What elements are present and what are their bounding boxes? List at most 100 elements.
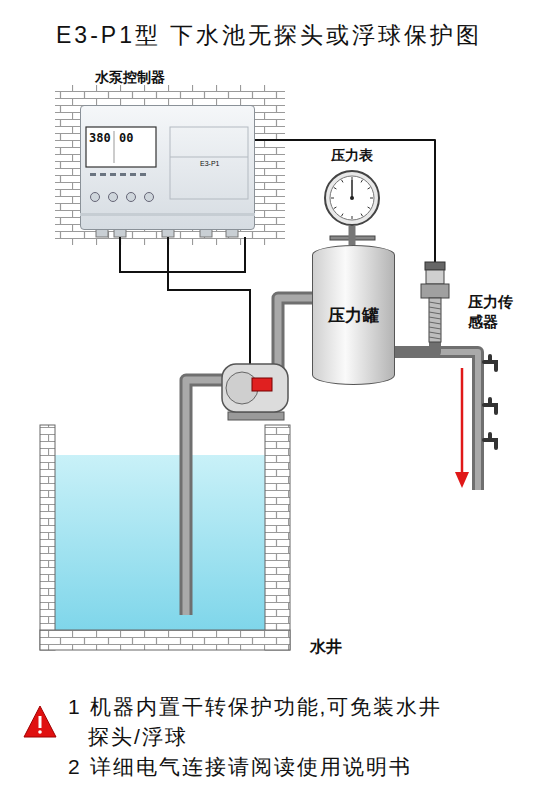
sensor-nut <box>421 284 449 298</box>
pressure-gauge: 压力表 <box>324 170 380 226</box>
gauge-stem <box>349 226 356 245</box>
wires <box>120 237 245 272</box>
faucets <box>484 356 496 448</box>
control-button <box>91 193 100 202</box>
water-well-walls <box>40 630 290 650</box>
controller-box: 水泵控制器 <box>80 105 255 230</box>
display-digits: 380 <box>89 131 111 145</box>
cable-glands <box>226 229 238 237</box>
water-well-walls <box>265 425 290 650</box>
signal-wire <box>255 140 435 262</box>
note-text: 1 机器内置干转保护功能,可免装水井探头/浮球 <box>68 692 450 752</box>
pipes <box>430 352 478 490</box>
gauge-tick <box>368 188 371 190</box>
gauge-tick <box>368 207 371 209</box>
cable-glands <box>114 229 126 237</box>
sensor-body <box>424 262 446 342</box>
control-button <box>145 193 154 202</box>
pipes <box>430 352 478 490</box>
water-pipe <box>395 342 435 352</box>
gauge-needle <box>351 180 353 198</box>
control-button <box>127 193 136 202</box>
node-label: 水泵控制器 <box>95 69 165 87</box>
control-button <box>109 193 118 202</box>
faucets <box>484 362 496 370</box>
cable-glands <box>200 229 212 237</box>
thread-line <box>429 322 441 324</box>
indicator-light <box>90 173 96 176</box>
thread-line <box>429 307 441 309</box>
water-pump <box>222 364 288 420</box>
node-label: 水井 <box>310 637 342 658</box>
gauge-tick <box>342 214 344 217</box>
gauge-tick <box>361 214 363 217</box>
panel-line <box>170 157 248 158</box>
gauge-hub <box>350 196 354 200</box>
gauge-tick <box>334 207 337 209</box>
faucets <box>488 434 492 439</box>
indicator-light <box>120 173 126 176</box>
warning-icon <box>38 730 42 734</box>
display-divider <box>114 131 115 163</box>
node-label: 压力罐 <box>328 304 379 327</box>
water-well-walls <box>40 425 290 650</box>
thread-line <box>429 302 441 304</box>
pressure-tank: 压力罐 <box>312 245 395 385</box>
faucets <box>488 356 492 361</box>
water-well: 水井 <box>40 425 290 650</box>
model-mark: E3-P1 <box>200 160 219 167</box>
pipes <box>186 380 228 615</box>
water-pump <box>252 378 272 391</box>
cable-glands <box>162 229 174 237</box>
gauge-tick <box>361 180 363 183</box>
water-pump <box>222 364 288 412</box>
gauge-tick <box>352 216 353 219</box>
thread-line <box>429 317 441 319</box>
controller-face <box>80 105 255 230</box>
diagram-title: E3-P1型 下水池无探头或浮球保护图 <box>56 20 482 51</box>
gauge-tick <box>334 188 337 190</box>
faucets <box>484 440 496 448</box>
faucets <box>488 399 492 404</box>
gauge-rim <box>325 171 379 225</box>
gauge-tick <box>331 198 334 199</box>
display-screen <box>86 127 156 167</box>
gauge-tick <box>352 177 353 180</box>
display-digits: 00 <box>119 131 133 145</box>
sensor-cap <box>425 262 445 270</box>
gauge-face <box>324 170 380 226</box>
sensor-housing <box>426 270 444 284</box>
indicator-light <box>130 173 136 176</box>
water-pump <box>228 412 284 420</box>
pipes <box>278 298 313 368</box>
cable-glands <box>96 229 238 237</box>
node-label: 压力表 <box>302 147 402 165</box>
housing-seam <box>80 213 255 216</box>
brick-wall <box>55 85 285 245</box>
wires <box>120 237 250 366</box>
node-label: 压力传感器 <box>468 292 520 332</box>
side-panel <box>170 127 248 199</box>
water-well-walls <box>55 455 265 630</box>
sensor-thread <box>429 298 441 342</box>
warning-icon <box>39 716 42 728</box>
gauge-tick <box>342 180 344 183</box>
pressure-sensor: 压力传感器 <box>424 262 446 342</box>
flow-arrow <box>461 368 464 474</box>
indicator-light <box>100 173 106 176</box>
flow-arrow <box>455 368 469 488</box>
warning-icon <box>24 706 56 737</box>
thread-line <box>429 327 441 329</box>
gauge-tick <box>370 198 373 199</box>
warning-icon <box>24 706 56 737</box>
thread-line <box>429 337 441 339</box>
wires <box>168 237 250 366</box>
thread-line <box>429 332 441 334</box>
cable-glands <box>96 229 108 237</box>
water-well-walls <box>40 425 55 650</box>
flow-arrow <box>455 472 469 488</box>
note-text: 2 详细电气连接请阅读使用说明书 <box>68 752 412 782</box>
indicator-light <box>140 173 146 176</box>
faucets <box>484 405 496 413</box>
